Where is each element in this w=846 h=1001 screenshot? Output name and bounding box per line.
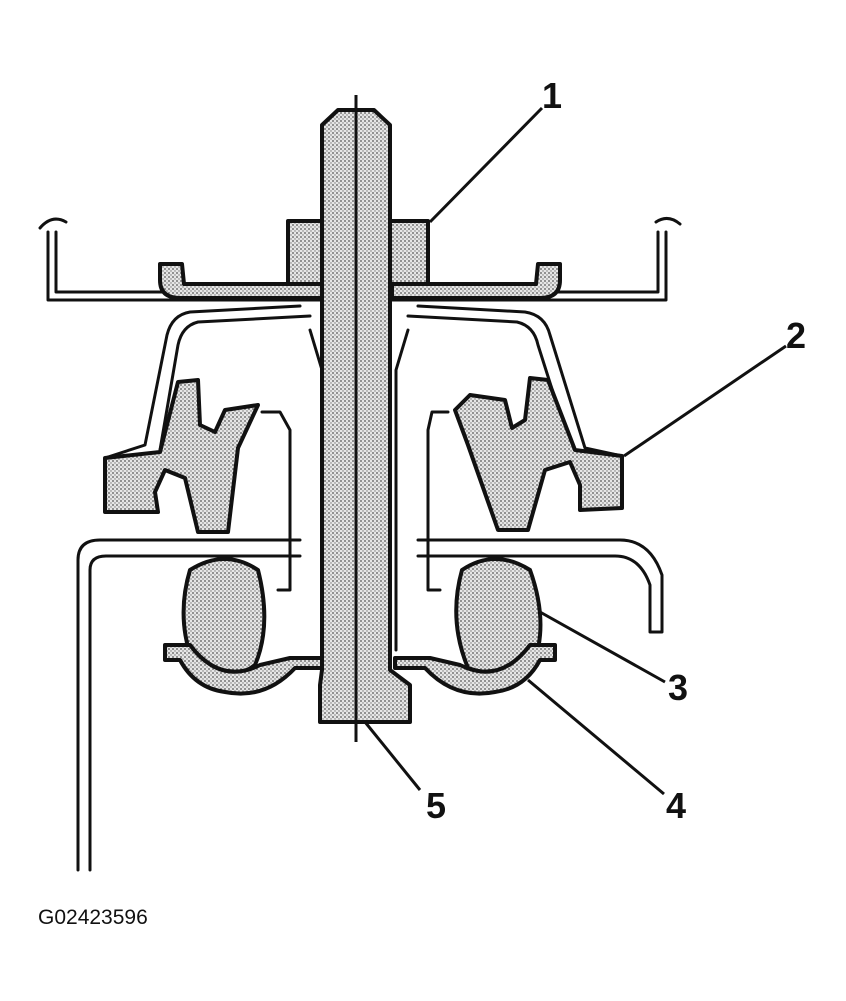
lower-bracket	[76, 538, 664, 872]
callout-2: 2	[786, 315, 806, 356]
mount-housing	[103, 304, 624, 460]
leader-3	[539, 610, 666, 684]
callout-3: 3	[668, 667, 688, 708]
callout-4: 4	[666, 785, 686, 826]
isolator-item-2	[103, 376, 624, 534]
callout-5: 5	[426, 785, 446, 826]
upper-plate	[158, 262, 562, 300]
callout-1: 1	[542, 75, 562, 116]
figure-id: G02423596	[38, 906, 148, 929]
leader-5	[363, 721, 422, 791]
leader-1	[428, 106, 544, 224]
leader-2	[623, 344, 787, 458]
leader-4	[527, 678, 665, 796]
spring-seat-item-4	[163, 643, 557, 696]
shaft-item-5	[318, 95, 412, 742]
bumper-item-3	[181, 557, 543, 680]
